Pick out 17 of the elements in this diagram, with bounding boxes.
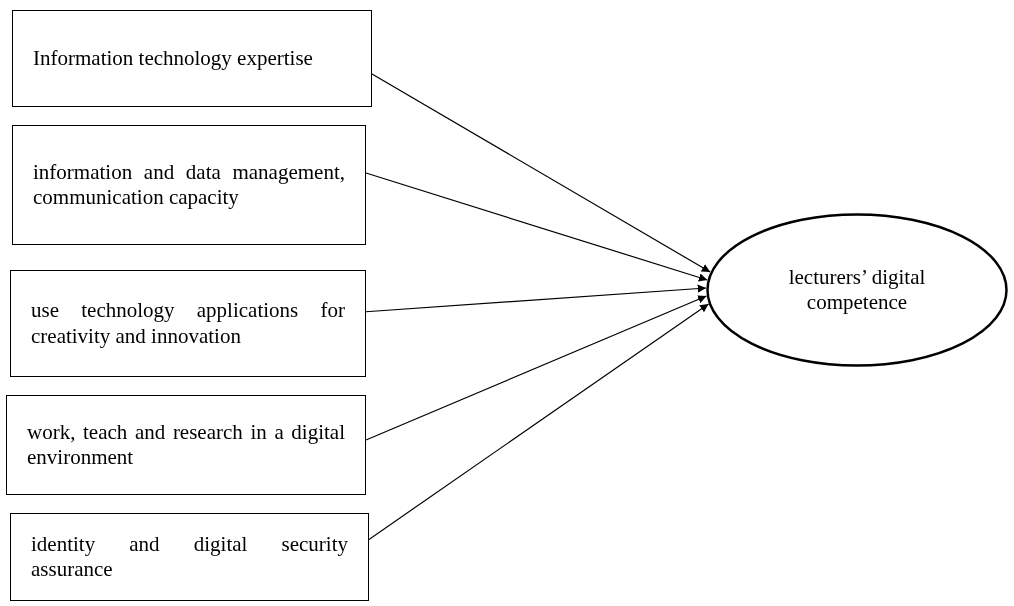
node-text: information and data management, communication capacity xyxy=(33,159,345,211)
node-text: lecturers’ digital competence xyxy=(787,264,927,316)
factor-box xyxy=(12,125,366,245)
arrow xyxy=(365,172,708,282)
arrow xyxy=(365,295,708,441)
arrow xyxy=(371,73,711,273)
factor-box xyxy=(10,270,366,377)
arrow xyxy=(365,284,707,313)
factor-box xyxy=(10,513,369,601)
arrow xyxy=(368,303,710,540)
factor-box xyxy=(12,10,372,107)
outcome-ellipse xyxy=(706,213,1008,367)
node-text: Information technology expertise xyxy=(33,45,314,72)
node-text: identity and digital security assurance xyxy=(31,531,348,583)
node-text: use technology applications for creativity and innovation xyxy=(31,298,345,349)
node-text: work, teach and research in a digital environment xyxy=(27,419,345,471)
factor-box xyxy=(6,395,366,495)
